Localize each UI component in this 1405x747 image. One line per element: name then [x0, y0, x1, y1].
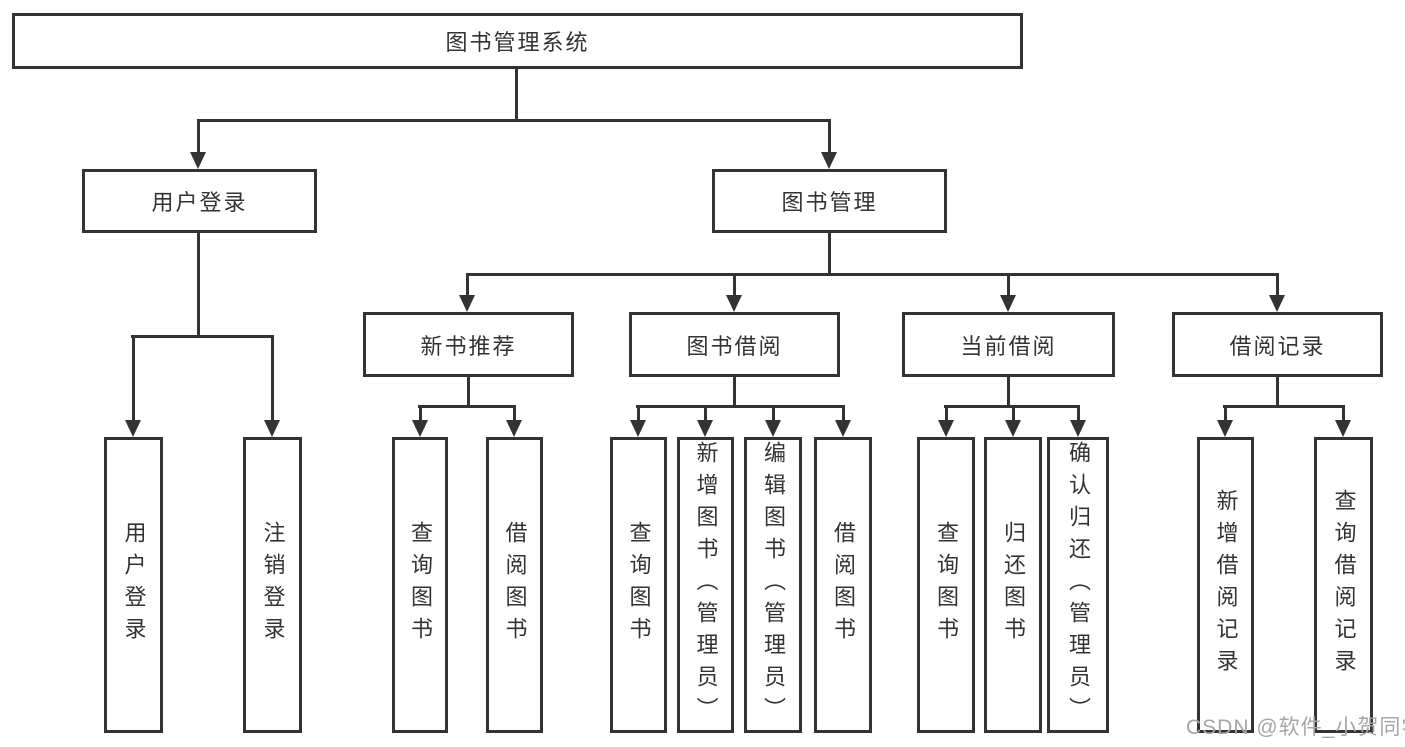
leaf-confirm-return-admin: 确认归还（管理员）	[1047, 437, 1109, 733]
leaf-add-books-admin: 新增图书（管理员）	[677, 437, 734, 733]
connector-vline	[1224, 405, 1227, 422]
leaf-edit-books-admin: 编辑图书（管理员）	[744, 437, 802, 733]
arrow-down-icon	[412, 420, 428, 437]
leaf-borrow-books-new: 借阅图书	[486, 437, 543, 733]
connector-vline	[1012, 405, 1015, 422]
connector-vline	[515, 69, 518, 121]
connector-vline	[704, 405, 707, 422]
connector-vline	[1342, 405, 1345, 422]
connector-hline	[636, 405, 844, 408]
connector-vline	[513, 405, 516, 422]
connector-vline	[733, 273, 736, 297]
arrow-down-icon	[697, 420, 713, 437]
connector-vline	[945, 405, 948, 422]
arrow-down-icon	[1005, 420, 1021, 437]
leaf-confirm-return-admin-label: 确认归还（管理员）	[1066, 441, 1091, 729]
connector-hline	[466, 273, 1279, 276]
node-new-books: 新书推荐	[363, 312, 574, 377]
arrow-down-icon	[1269, 295, 1285, 312]
leaf-query-books-current-label: 查询图书	[934, 521, 959, 649]
node-current-borrowing: 当前借阅	[902, 312, 1115, 377]
leaf-query-books-current: 查询图书	[917, 437, 975, 733]
node-root: 图书管理系统	[12, 13, 1023, 69]
connector-vline	[1007, 377, 1010, 408]
connector-vline	[1007, 273, 1010, 297]
connector-vline	[132, 335, 135, 422]
connector-vline	[1276, 273, 1279, 297]
arrow-down-icon	[1070, 420, 1086, 437]
leaf-add-books-admin-label: 新增图书（管理员）	[693, 441, 719, 729]
node-book-management: 图书管理	[712, 169, 947, 233]
connector-vline	[772, 405, 775, 422]
leaf-query-books-borrow-label: 查询图书	[626, 521, 652, 649]
leaf-borrow-books: 借阅图书	[814, 437, 872, 733]
leaf-add-borrow-record: 新增借阅记录	[1197, 437, 1254, 733]
leaf-query-borrow-record-label: 查询借阅记录	[1331, 489, 1357, 681]
leaf-query-books-borrow: 查询图书	[610, 437, 667, 733]
leaf-query-books-new: 查询图书	[392, 437, 448, 733]
connector-vline	[1077, 405, 1080, 422]
connector-vline	[197, 233, 200, 338]
arrow-down-icon	[765, 420, 781, 437]
arrow-down-icon	[459, 295, 475, 312]
arrow-down-icon	[835, 420, 851, 437]
connector-vline	[466, 273, 469, 297]
arrow-down-icon	[1000, 295, 1016, 312]
connector-vline	[197, 119, 200, 154]
node-root-label: 图书管理系统	[445, 30, 590, 55]
arrow-down-icon	[821, 152, 837, 169]
arrow-down-icon	[1217, 420, 1233, 437]
leaf-edit-books-admin-label: 编辑图书（管理员）	[761, 441, 786, 729]
leaf-query-books-new-label: 查询图书	[408, 521, 433, 649]
arrow-down-icon	[125, 420, 141, 437]
leaf-add-borrow-record-label: 新增借阅记录	[1213, 489, 1239, 681]
arrow-down-icon	[630, 420, 646, 437]
leaf-user-login: 用户登录	[104, 437, 163, 733]
leaf-return-books: 归还图书	[984, 437, 1042, 733]
connector-vline	[419, 405, 422, 422]
node-user-login-label: 用户登录	[151, 190, 248, 215]
connector-vline	[733, 377, 736, 408]
leaf-user-login-label: 用户登录	[121, 521, 147, 649]
arrow-down-icon	[506, 420, 522, 437]
csdn-watermark: CSDN @软件_小贺同学	[1186, 716, 1405, 739]
node-new-books-label: 新书推荐	[420, 333, 517, 359]
arrow-down-icon	[726, 295, 742, 312]
connector-hline	[418, 405, 516, 408]
leaf-borrow-books-label: 借阅图书	[831, 521, 856, 649]
node-book-borrowing: 图书借阅	[629, 312, 840, 377]
node-book-management-label: 图书管理	[781, 190, 878, 215]
arrow-down-icon	[938, 420, 954, 437]
node-borrowing-records-label: 借阅记录	[1229, 333, 1326, 359]
leaf-logout-label: 注销登录	[260, 521, 286, 649]
arrow-down-icon	[190, 152, 206, 169]
connector-vline	[637, 405, 640, 422]
leaf-query-borrow-record: 查询借阅记录	[1314, 437, 1373, 733]
connector-vline	[828, 233, 831, 276]
connector-vline	[271, 335, 274, 422]
leaf-logout: 注销登录	[243, 437, 302, 733]
node-user-login: 用户登录	[82, 169, 317, 233]
connector-vline	[828, 119, 831, 154]
connector-vline	[842, 405, 845, 422]
node-current-borrowing-label: 当前借阅	[960, 333, 1057, 359]
leaf-return-books-label: 归还图书	[1001, 521, 1026, 649]
leaf-borrow-books-new-label: 借阅图书	[502, 521, 528, 649]
connector-vline	[1276, 377, 1279, 408]
connector-hline	[1223, 405, 1345, 408]
connector-hline	[131, 335, 274, 338]
arrow-down-icon	[1335, 420, 1351, 437]
node-book-borrowing-label: 图书借阅	[686, 333, 783, 359]
node-borrowing-records: 借阅记录	[1172, 312, 1383, 377]
arrow-down-icon	[264, 420, 280, 437]
connector-hline	[197, 119, 831, 122]
connector-vline	[467, 377, 470, 408]
